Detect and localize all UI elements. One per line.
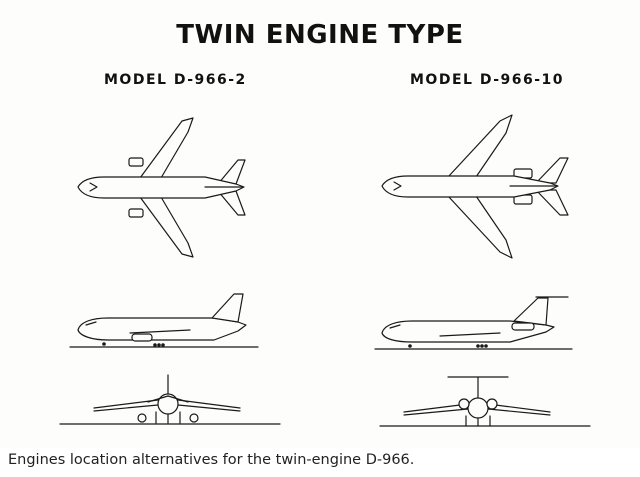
model-d966-10-label: MODEL D-966-10 xyxy=(410,72,565,88)
model-d966-2-label: MODEL D-966-2 xyxy=(104,72,247,88)
d966-2-front-engine-right xyxy=(189,413,199,423)
d966-2-front-engine-left xyxy=(137,413,147,423)
d966-2-front-view xyxy=(59,374,281,425)
figure-title: TWIN ENGINE TYPE xyxy=(176,20,464,50)
d966-10-side-view xyxy=(374,296,573,350)
figure-panel xyxy=(0,0,640,448)
aircraft-drawings xyxy=(59,114,591,427)
d966-2-top-view xyxy=(77,117,246,258)
figure-caption: Engines location alternatives for the tw… xyxy=(8,452,415,468)
d966-2-side-view xyxy=(69,293,259,348)
d966-2-engine-lower xyxy=(128,208,144,218)
d966-2-engine-upper xyxy=(128,157,144,167)
d966-10-front-engine-left xyxy=(458,398,470,410)
d966-10-top-view xyxy=(381,114,569,259)
d966-2-side-engine xyxy=(131,333,153,342)
d966-10-side-engine xyxy=(511,322,535,331)
d966-10-front-view xyxy=(379,376,591,427)
d966-10-front-engine-right xyxy=(486,398,498,410)
